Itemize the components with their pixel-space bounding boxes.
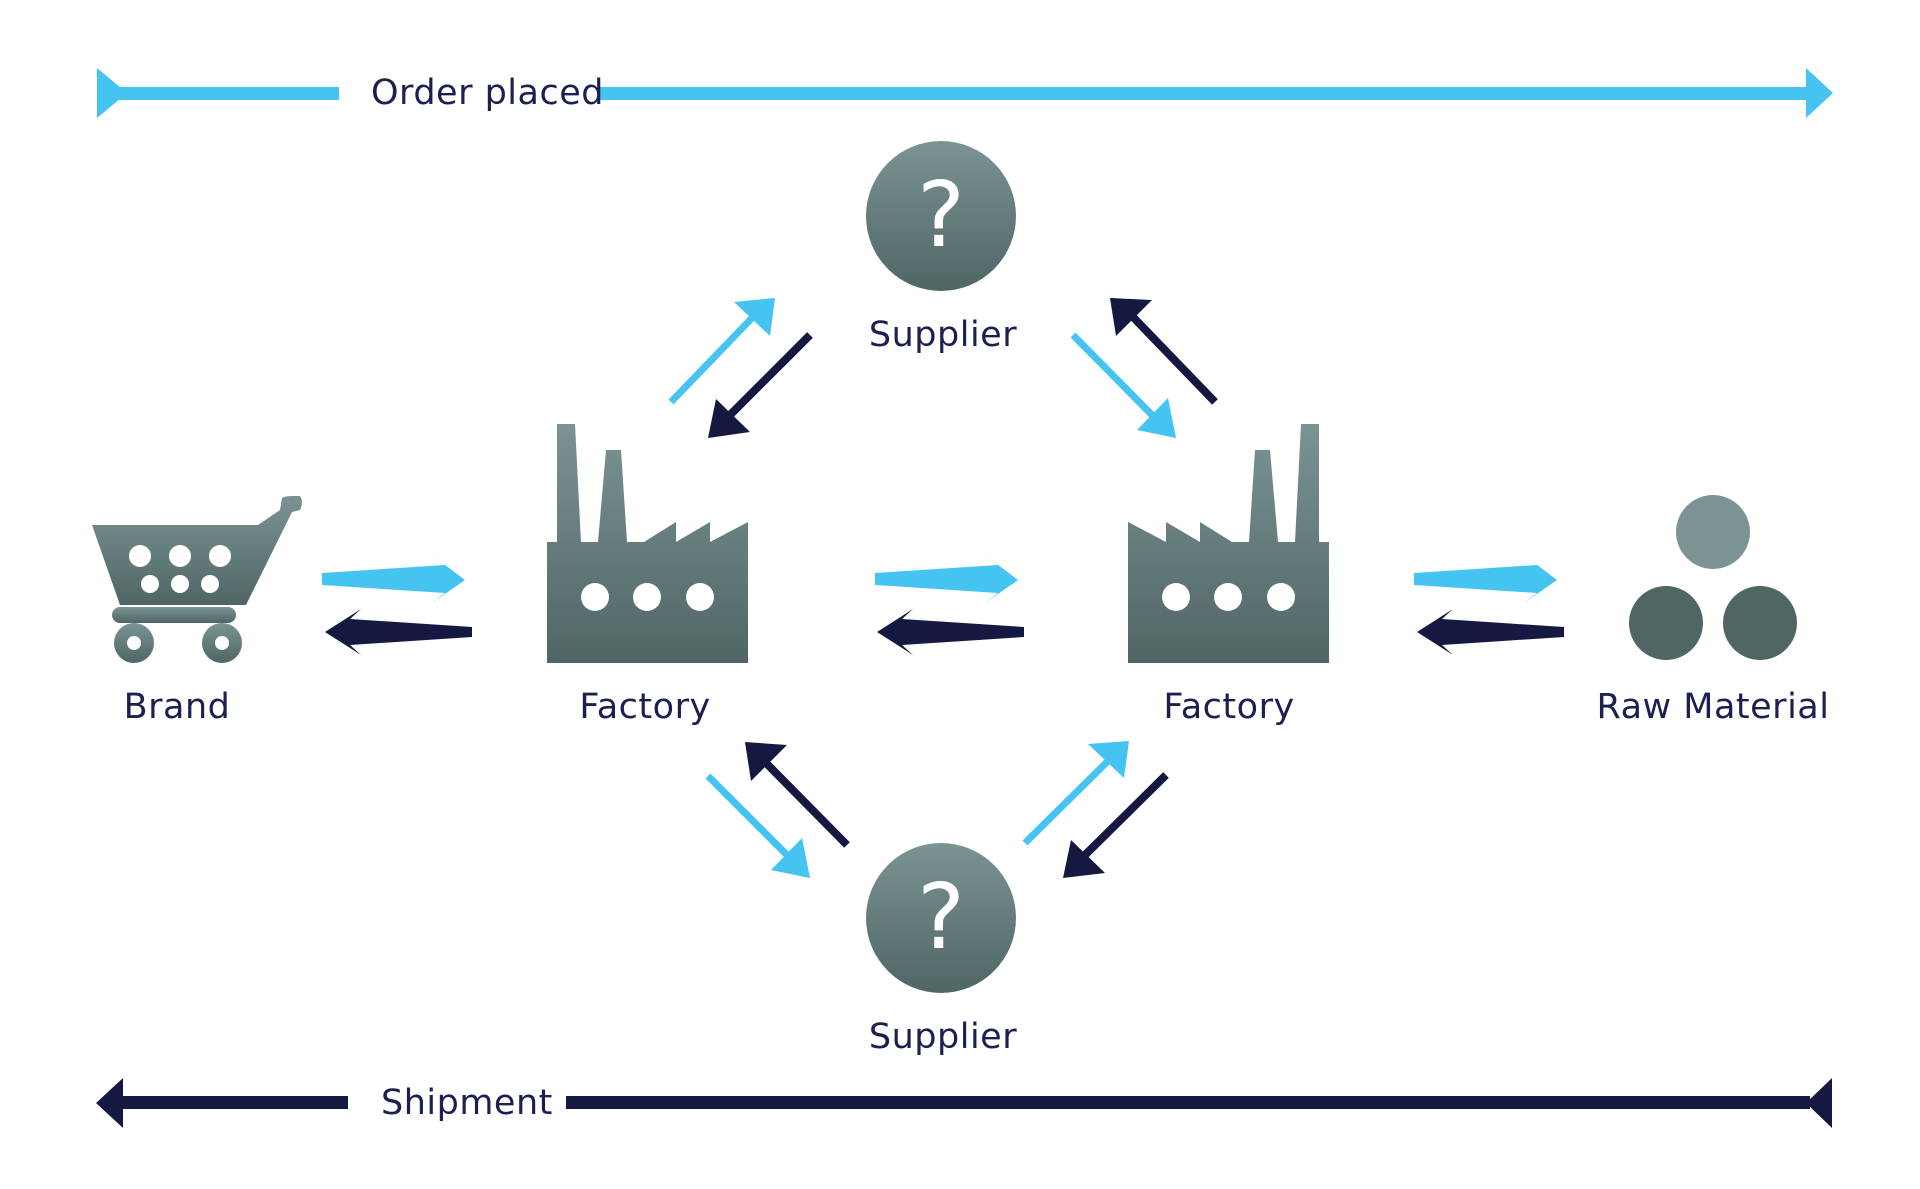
factory1-supplier-bottom-arrows <box>705 742 850 878</box>
raw-material-icon <box>1629 495 1797 660</box>
shipment-arrow-tail <box>1806 1078 1832 1128</box>
supplier-top-icon: ? <box>866 141 1016 291</box>
order-arrow-line-left <box>97 87 339 100</box>
shipment-arrow <box>96 1078 1832 1128</box>
brand-label: Brand <box>123 687 231 727</box>
shipment-flow-arrow <box>1417 609 1564 655</box>
factory-1-icon <box>547 424 748 663</box>
shipment-flow-arrow <box>325 609 472 655</box>
order-flow-arrow <box>322 555 465 603</box>
shipment-arrow-head <box>96 1078 123 1128</box>
shipment-arrow-line-right <box>566 1096 1810 1109</box>
order-arrow-line-right <box>599 87 1809 100</box>
supplier-bottom-icon: ? <box>866 843 1016 993</box>
question-mark-icon: ? <box>917 865 965 970</box>
factory-1-label: Factory <box>579 687 711 727</box>
question-mark-icon: ? <box>917 163 965 268</box>
order-flow-arrow <box>1414 555 1557 603</box>
factory1-supplier-top-arrows <box>668 298 813 438</box>
factory-raw-material-arrows <box>1414 555 1564 655</box>
shipment-arrow-line-left <box>120 1096 348 1109</box>
supplier-top-factory2-arrows <box>1070 298 1218 438</box>
raw-material-label: Raw Material <box>1596 687 1830 727</box>
order-placed-label: Order placed <box>371 73 604 113</box>
brand-factory-arrows <box>322 555 472 655</box>
order-arrow-head <box>1806 68 1833 118</box>
order-flow-arrow <box>875 555 1018 603</box>
factory-2-label: Factory <box>1163 687 1295 727</box>
factory-2-icon <box>1128 424 1329 663</box>
factory-factory-arrows <box>875 555 1024 655</box>
supplier-bottom-label: Supplier <box>868 1017 1018 1057</box>
supplier-top-label: Supplier <box>868 315 1018 355</box>
shipment-flow-arrow <box>877 609 1024 655</box>
shopping-cart-icon <box>92 496 302 663</box>
shipment-label: Shipment <box>381 1083 553 1123</box>
supplier-bottom-factory2-arrows <box>1022 741 1169 878</box>
order-placed-arrow <box>97 68 1833 118</box>
